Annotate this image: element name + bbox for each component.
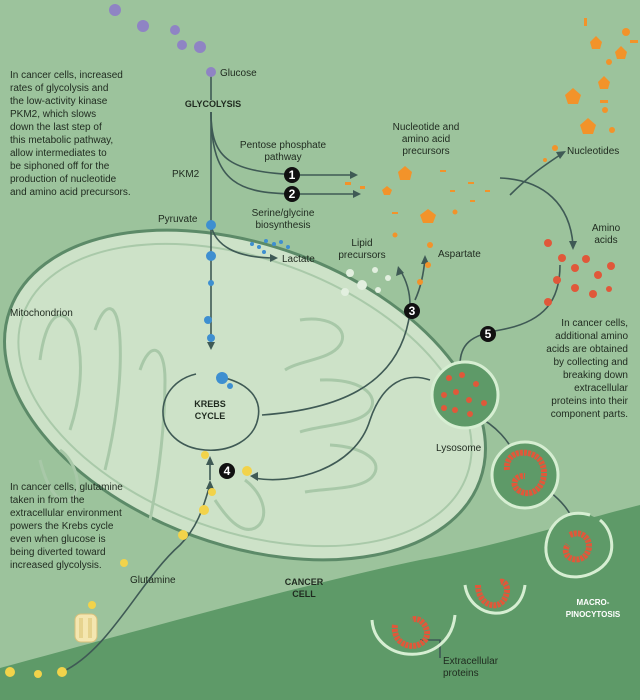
lipid-precursors [341,267,391,296]
svg-text:the low-activity kinase: the low-activity kinase [10,96,108,107]
vesicle-1 [490,440,560,510]
krebs-label-2: CYCLE [195,411,226,421]
vesicle-2 [544,511,614,579]
cancer-cell-label-1: CANCER [285,577,324,587]
svg-text:increased glycolysis.: increased glycolysis. [10,560,102,571]
svg-text:and amino acid precursors.: and amino acid precursors. [10,187,131,198]
serine-label-1: Serine/glycine [252,208,315,219]
nucleotide-precursors-label-2: amino acid [402,134,450,145]
svg-text:be siphoned off for the: be siphoned off for the [10,161,110,172]
svg-text:4: 4 [224,464,231,478]
amino-acid-note: In cancer cells, additional amino acids … [546,318,628,420]
svg-text:2: 2 [289,187,296,201]
nucleotides-label: Nucleotides [567,146,619,157]
nucleotides-molecules [543,18,638,162]
svg-text:PKM2, which slows: PKM2, which slows [10,109,96,120]
glutamine-label: Glutamine [130,575,176,586]
lactate-molecules [250,239,290,254]
nucleotide-precursors-label-1: Nucleotide and [393,122,460,133]
glycolysis-label: GLYCOLYSIS [185,99,241,109]
svg-text:3: 3 [409,304,416,318]
glutamine-note: In cancer cells, glutamine taken in from… [10,482,123,571]
svg-text:1: 1 [289,168,296,182]
glutamine-molecules [5,451,252,678]
pentose-label-2: pathway [264,152,301,163]
glucose-molecules [109,4,216,77]
svg-text:In cancer cells, increased: In cancer cells, increased [10,70,123,81]
svg-text:proteins into their: proteins into their [551,396,628,407]
lysosome-label: Lysosome [436,443,482,454]
step-3-marker: 3 [404,303,420,319]
step-5-marker: 5 [480,326,496,342]
lactate-label: Lactate [282,254,315,265]
pyruvate-label: Pyruvate [158,214,198,225]
svg-text:powers the Krebs cycle: powers the Krebs cycle [10,521,114,532]
serine-label-2: biosynthesis [255,220,310,231]
vesicle-4 [370,614,457,656]
svg-text:rates of glycolysis and: rates of glycolysis and [10,83,108,94]
svg-text:breaking down: breaking down [563,370,628,381]
extracellular-region [0,505,640,700]
svg-text:extracellular environment: extracellular environment [10,508,122,519]
svg-text:allow intermediates to: allow intermediates to [10,148,107,159]
glucose-label: Glucose [220,68,257,79]
svg-text:even when glucose is: even when glucose is [10,534,106,545]
lipid-precursors-label-1: Lipid [351,238,372,249]
svg-text:5: 5 [485,327,492,341]
mitochondrion-label: Mitochondrion [10,308,73,319]
svg-text:this metabolic pathway,: this metabolic pathway, [10,135,113,146]
svg-text:down the last step of: down the last step of [10,122,102,133]
mitochondrion [3,228,487,562]
pentose-label-1: Pentose phosphate [240,140,327,151]
pkm2-label: PKM2 [172,169,200,180]
svg-text:taken in from the: taken in from the [10,495,85,506]
svg-text:acids are obtained: acids are obtained [546,344,628,355]
lysosome [430,360,500,430]
vesicle-3 [463,578,527,615]
svg-text:In cancer cells,: In cancer cells, [561,318,628,329]
amino-acids-label-2: acids [594,235,617,246]
pyruvate-molecules [204,220,233,389]
amino-acid-molecules [544,239,615,306]
svg-text:component parts.: component parts. [551,409,628,420]
step-2-marker: 2 [284,186,300,202]
step-1-marker: 1 [284,167,300,183]
svg-text:by collecting and: by collecting and [554,357,629,368]
macropinocytosis-label-2: PINOCYTOSIS [566,610,621,619]
glutamine-transporter [74,613,98,643]
nucleotide-precursors [345,166,490,285]
macropinocytosis-label-1: MACRO- [577,598,610,607]
cancer-cell-label-2: CELL [292,589,316,599]
nucleotide-precursors-label-3: precursors [402,146,449,157]
amino-acids-label-1: Amino [592,223,621,234]
glycolysis-note: In cancer cells, increased rates of glyc… [10,70,131,198]
svg-text:additional amino: additional amino [555,331,628,342]
extracellular-proteins-label-2: proteins [443,668,479,679]
krebs-label-1: KREBS [194,399,226,409]
extracellular-proteins-label-1: Extracellular [443,656,499,667]
svg-text:extracellular: extracellular [574,383,629,394]
svg-text:production of nucleotide: production of nucleotide [10,174,117,185]
lipid-precursors-label-2: precursors [338,250,385,261]
step-4-marker: 4 [219,463,235,479]
svg-text:In cancer cells, glutamine: In cancer cells, glutamine [10,482,123,493]
svg-text:being diverted toward: being diverted toward [10,547,106,558]
aspartate-label: Aspartate [438,249,481,260]
